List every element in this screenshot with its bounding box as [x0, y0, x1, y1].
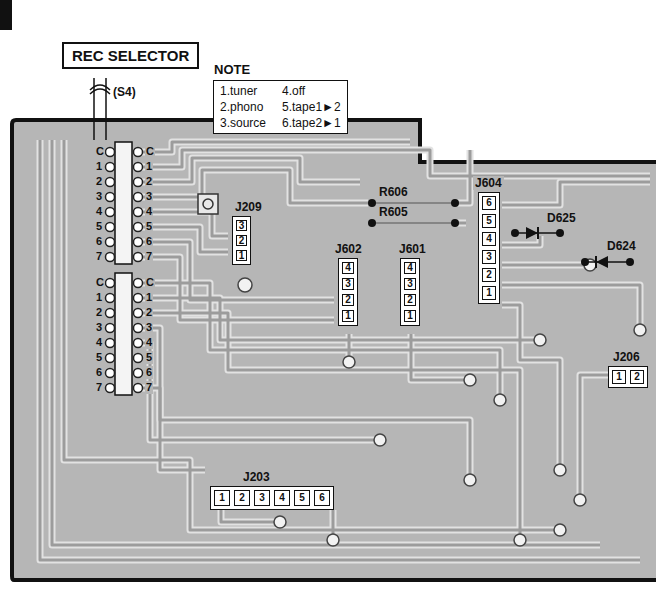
part-label: R606	[378, 186, 409, 199]
note-item: 6.tape2►1	[282, 115, 341, 131]
connector-name: J209	[233, 200, 264, 214]
pin-number: 4	[274, 490, 290, 506]
pin-number: 5	[482, 214, 496, 228]
pin-number: 1	[404, 310, 416, 322]
pin-number: 2	[482, 268, 496, 282]
note-item: 1.tuner	[220, 83, 266, 99]
switch-pin-label: 6	[145, 366, 153, 379]
switch-pin-label: 7	[145, 381, 153, 394]
switch-pin-label: 3	[145, 190, 153, 203]
pin-number: 2	[630, 370, 644, 384]
pin-number: 4	[404, 262, 416, 274]
pin-number: 4	[342, 262, 354, 274]
pin-number: 3	[236, 220, 247, 231]
pin-number: 1	[236, 250, 247, 261]
title-box: REC SELECTOR	[62, 42, 199, 69]
switch-pin-label: 3	[95, 321, 103, 334]
connector-name: J203	[241, 470, 272, 484]
switch-pin-label: 3	[145, 321, 153, 334]
pin-number: 3	[482, 250, 496, 264]
pin-number: 1	[342, 310, 354, 322]
pin-number: 2	[236, 235, 247, 246]
switch-body	[115, 273, 132, 395]
switch-pin-label: 4	[95, 336, 103, 349]
note-item: 2.phono	[220, 99, 266, 115]
pin-number: 3	[404, 278, 416, 290]
connector-block: J20612	[608, 366, 648, 388]
pin-number: 1	[612, 370, 626, 384]
switch-pin-label: 7	[145, 250, 153, 263]
connector-block: J209321	[232, 216, 251, 265]
note-item: 5.tape1►2	[282, 99, 341, 115]
switch-pin-label: C	[145, 276, 155, 289]
connector-block: J604654321	[478, 192, 500, 304]
pin-number: 5	[294, 490, 310, 506]
switch-pin-label: C	[145, 145, 155, 158]
switch-pin-label: 7	[95, 381, 103, 394]
switch-pin-label: 2	[145, 175, 153, 188]
mount-pad	[198, 194, 218, 214]
switch-pads	[106, 148, 143, 393]
resistor-pads	[368, 199, 459, 227]
switch-pin-label: 6	[145, 235, 153, 248]
switch-ref: (S4)	[112, 86, 137, 99]
switch-pin-label: 5	[145, 351, 153, 364]
switch-pin-label: 6	[95, 366, 103, 379]
connector-name: J602	[333, 242, 364, 256]
switch-pin-label: 1	[145, 291, 153, 304]
connector-name: J604	[473, 176, 504, 190]
part-label: D625	[546, 212, 577, 225]
switch-pin-label: 2	[95, 175, 103, 188]
switch-pin-label: 1	[95, 291, 103, 304]
section-mark	[0, 0, 12, 30]
cable-symbol	[90, 78, 110, 140]
switch-pin-label: 5	[95, 220, 103, 233]
part-label: D624	[606, 240, 637, 253]
switch-pin-label: 4	[95, 205, 103, 218]
note-item: 3.source	[220, 115, 266, 131]
switch-pin-label: C	[95, 145, 105, 158]
switch-pin-label: 2	[145, 306, 153, 319]
pcb-board	[12, 120, 656, 580]
mount-hole	[203, 199, 213, 209]
pin-number: 2	[342, 294, 354, 306]
switch-pin-label: 5	[145, 220, 153, 233]
pin-number: 3	[254, 490, 270, 506]
switch-pin-label: 6	[95, 235, 103, 248]
connector-name: J601	[397, 242, 428, 256]
switch-pin-label: 1	[95, 160, 103, 173]
switch-pin-label: 7	[95, 250, 103, 263]
note-grid: 1.tuner 4.off 2.phono 5.tape1►2 3.source 6.ta…	[220, 83, 341, 131]
pin-number: 3	[342, 278, 354, 290]
pin-number: 2	[404, 294, 416, 306]
title-text: REC SELECTOR	[72, 47, 189, 64]
pin-number: 1	[214, 490, 230, 506]
switch-pin-label: 3	[95, 190, 103, 203]
switch-pin-label: 5	[95, 351, 103, 364]
note-item: 4.off	[282, 83, 341, 99]
connector-block: J203123456	[210, 486, 334, 510]
pin-number: 6	[314, 490, 330, 506]
switch-pin-label: C	[95, 276, 105, 289]
copper-traces	[40, 140, 650, 560]
pin-number: 6	[482, 196, 496, 210]
switch-pin-label: 2	[95, 306, 103, 319]
part-label: R605	[378, 206, 409, 219]
note-box: NOTE1.tuner4.off2.phono5.tape1►23.source…	[213, 80, 348, 134]
connector-name: J206	[611, 350, 642, 364]
pin-number: 2	[234, 490, 250, 506]
connector-block: J6014321	[400, 258, 420, 326]
switch-pin-label: 4	[145, 205, 153, 218]
switch-pin-label: 1	[145, 160, 153, 173]
note-heading: NOTE	[214, 62, 250, 78]
pin-number: 4	[482, 232, 496, 246]
connector-block: J6024321	[338, 258, 358, 326]
switch-pin-label: 4	[145, 336, 153, 349]
switch-body	[115, 142, 132, 264]
board-outline	[12, 120, 656, 580]
pin-number: 1	[482, 286, 496, 300]
